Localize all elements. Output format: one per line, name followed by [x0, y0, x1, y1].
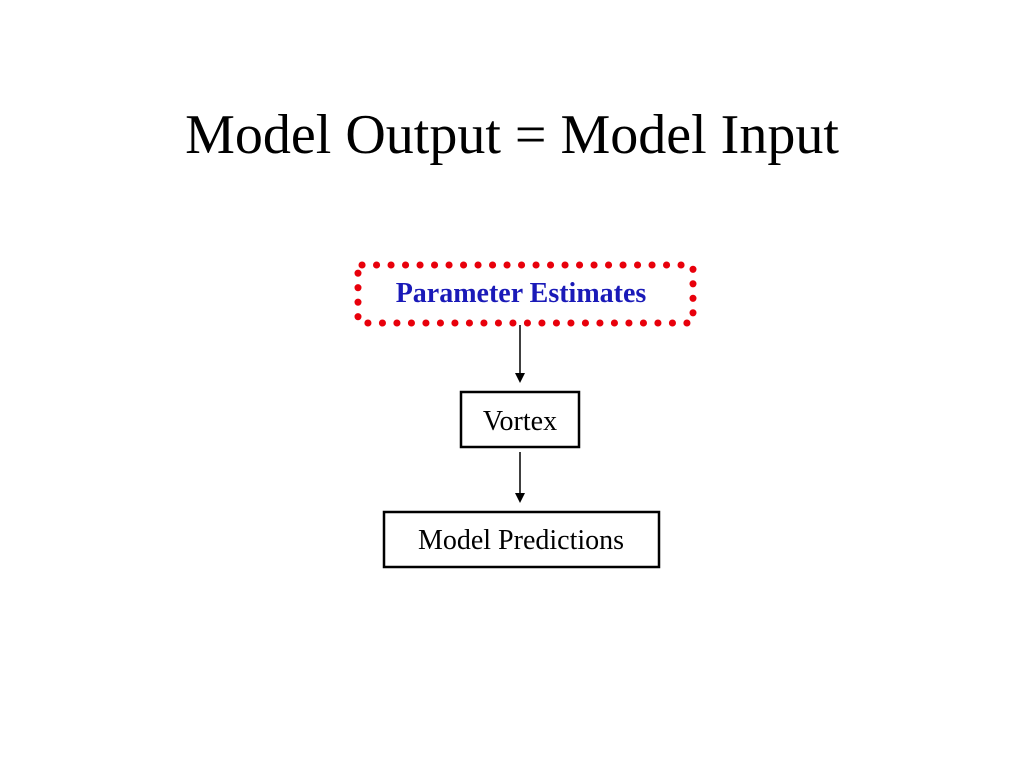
parameter-estimates-node: Parameter Estimates — [354, 261, 697, 327]
model-predictions-box — [382, 510, 661, 569]
model-predictions-label: Model Predictions — [418, 525, 624, 556]
parameter-estimates-label: Parameter Estimates — [396, 278, 647, 309]
highlight-dotted-border — [354, 261, 697, 327]
vortex-box — [459, 390, 581, 449]
model-predictions-node: Model Predictions — [382, 510, 661, 569]
vortex-node: Vortex — [459, 390, 581, 449]
vortex-label: Vortex — [483, 406, 557, 437]
slide-title: Model Output = Model Input — [185, 104, 839, 166]
